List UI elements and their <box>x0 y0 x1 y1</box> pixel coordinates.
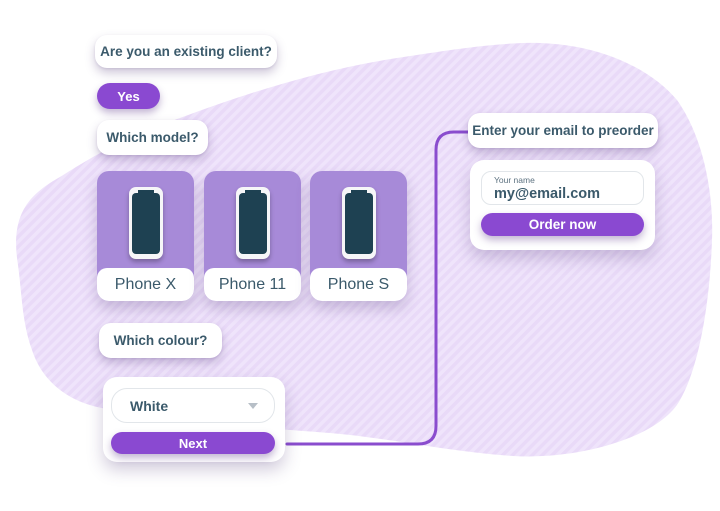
bot-message-text: Enter your email to preorder <box>472 123 654 138</box>
bot-message-text: Which model? <box>106 130 199 145</box>
phone-illustration <box>341 187 376 259</box>
email-field-box[interactable]: Your name <box>481 171 644 205</box>
phone-notch <box>350 190 367 196</box>
model-card-label: Phone X <box>97 268 194 301</box>
connector-line <box>285 130 472 446</box>
next-button[interactable]: Next <box>111 432 275 454</box>
phone-notch <box>137 190 154 196</box>
model-card-phone-11[interactable]: Phone 11 <box>204 171 301 301</box>
next-button-label: Next <box>178 435 208 451</box>
chevron-down-icon <box>248 402 258 409</box>
phone-illustration <box>128 187 163 259</box>
email-field-label: Your name <box>494 175 535 185</box>
colour-select[interactable]: White <box>111 388 275 423</box>
phone-screen <box>131 193 160 254</box>
email-field[interactable] <box>494 185 631 202</box>
phone-notch <box>244 190 261 196</box>
colour-select-value: White <box>130 397 169 414</box>
model-card-phone-x[interactable]: Phone X <box>97 171 194 301</box>
order-now-label: Order now <box>528 217 597 232</box>
yes-button-label: Yes <box>117 88 140 104</box>
bot-message-which-colour: Which colour? <box>99 323 222 358</box>
model-card-label: Phone 11 <box>204 268 301 301</box>
phone-screen <box>238 193 267 254</box>
yes-button[interactable]: Yes <box>97 83 160 109</box>
model-card-phone-s[interactable]: Phone S <box>310 171 407 301</box>
bot-message-which-model: Which model? <box>97 120 208 155</box>
bot-message-text: Are you an existing client? <box>100 44 272 59</box>
phone-screen <box>344 193 373 254</box>
bot-message-text: Which colour? <box>113 333 208 348</box>
preorder-form-card: Your name <box>470 160 655 250</box>
model-card-label: Phone S <box>310 268 407 301</box>
bot-message-existing-client: Are you an existing client? <box>95 35 277 68</box>
order-now-button[interactable]: Order now <box>481 213 644 236</box>
bot-message-enter-email: Enter your email to preorder <box>468 113 658 148</box>
phone-illustration <box>235 187 270 259</box>
